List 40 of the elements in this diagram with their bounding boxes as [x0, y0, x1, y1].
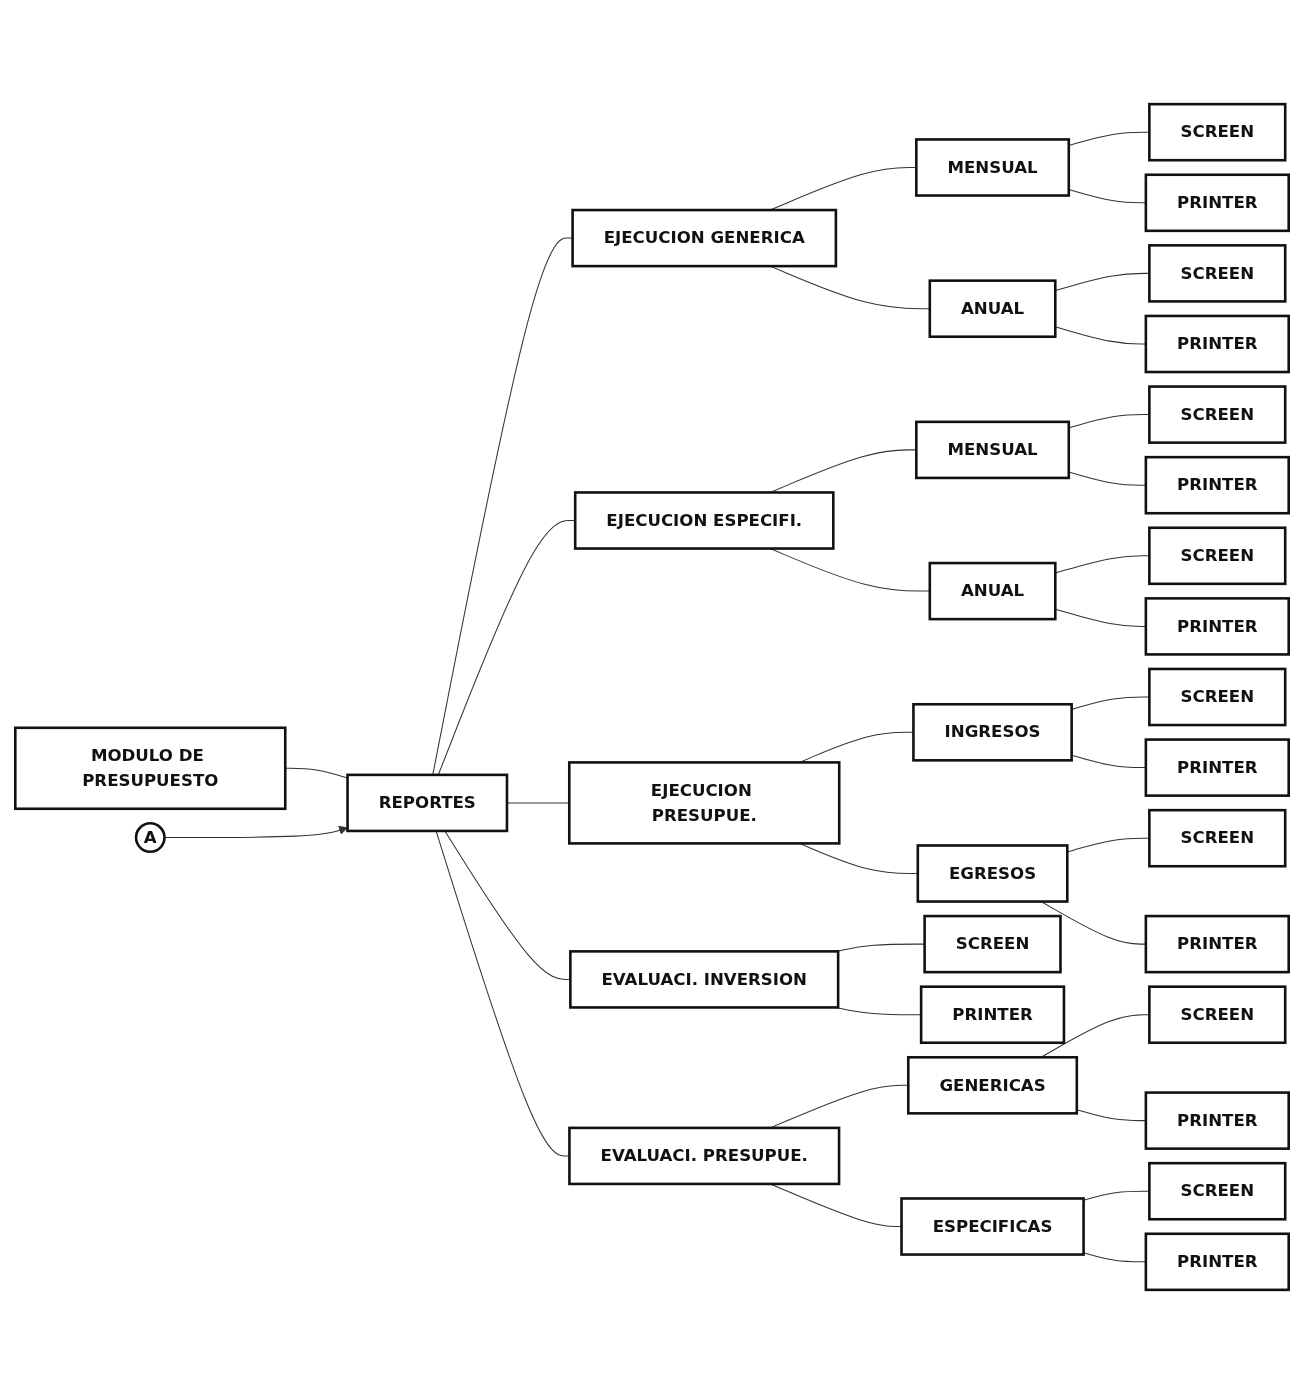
node-box: PRINTER	[1144, 596, 1290, 656]
node-box: SCREEN	[1147, 243, 1286, 303]
node-box: PRINTER	[1144, 1232, 1290, 1291]
node-box: MENSUAL	[914, 420, 1070, 479]
node-box: ANUAL	[928, 278, 1057, 338]
connector	[1054, 325, 1146, 344]
node-box: MODULO DE PRESUPUESTO	[13, 726, 287, 810]
node-box: EJECUCION ESPECIFI.	[573, 490, 835, 550]
node-box: SCREEN	[1147, 984, 1286, 1044]
node-box: INGRESOS	[911, 702, 1073, 762]
node-box: EVALUACI. PRESUPUE.	[567, 1126, 840, 1185]
node-box: SCREEN	[1147, 102, 1286, 161]
node-box: PRINTER	[1144, 172, 1290, 232]
node-box: PRINTER	[1144, 914, 1290, 973]
node-box: SCREEN	[1147, 667, 1286, 726]
node-box: EVALUACI. INVERSION	[568, 949, 839, 1009]
connector	[1082, 1251, 1146, 1262]
node-box: PRINTER	[1144, 1090, 1290, 1150]
node-circle: A	[134, 821, 166, 853]
node-box: SCREEN	[1147, 1161, 1286, 1221]
connector	[431, 237, 573, 775]
node-box: PRINTER	[919, 984, 1065, 1044]
node-box: SCREEN	[1147, 808, 1286, 868]
node-box: EJECUCION GENERICA	[570, 208, 837, 267]
arrow	[163, 825, 348, 838]
node-box: ESPECIFICAS	[899, 1196, 1085, 1256]
node-box: MENSUAL	[914, 137, 1070, 197]
node-box: ANUAL	[928, 561, 1057, 620]
node-box: SCREEN	[1147, 525, 1286, 585]
node-box: PRINTER	[1144, 314, 1290, 373]
node-box: SCREEN	[1147, 384, 1286, 444]
node-box: EGRESOS	[916, 843, 1069, 903]
node-box: PRINTER	[1144, 455, 1290, 515]
node-box: EJECUCION PRESUPUE.	[567, 760, 840, 845]
node-box: SCREEN	[922, 914, 1062, 973]
node-box: REPORTES	[345, 773, 508, 832]
node-box: GENERICAS	[906, 1055, 1078, 1115]
connector	[284, 767, 348, 779]
connector	[1054, 608, 1146, 627]
node-box: PRINTER	[1144, 737, 1290, 797]
